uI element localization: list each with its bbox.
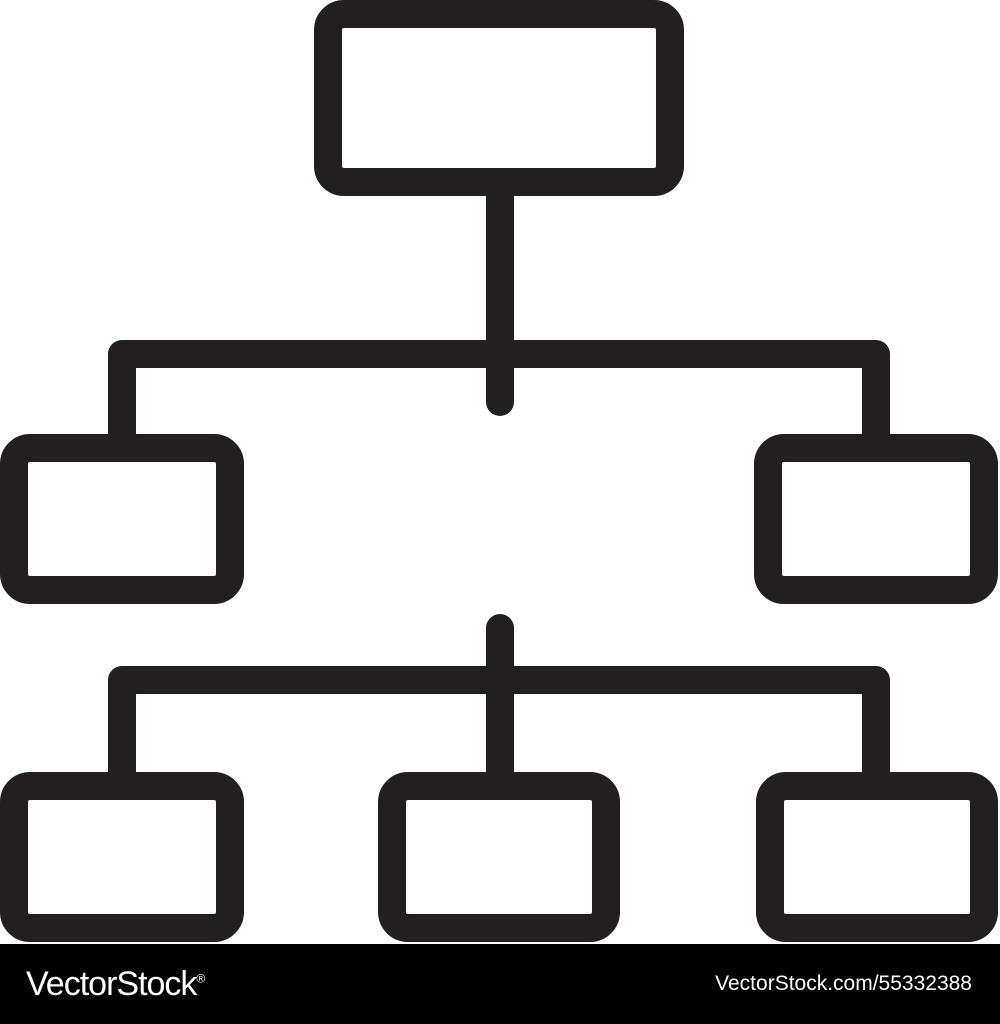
middle-right-node-box	[754, 434, 998, 604]
level2-branch-connector	[108, 340, 890, 462]
top-node-box	[314, 0, 684, 196]
stock-image-id: VectorStock.com/55332388	[715, 972, 972, 995]
level3-branch-connector	[108, 666, 890, 800]
watermark-footer: VectorStock® VectorStock.com/55332388	[0, 944, 1000, 1024]
registered-mark: ®	[196, 971, 205, 986]
bottom-center-node-box	[378, 772, 620, 942]
brand-name: VectorStock	[26, 964, 197, 1003]
org-chart-icon	[0, 0, 998, 942]
middle-left-node-box	[0, 434, 244, 604]
bottom-right-node-box	[756, 772, 998, 942]
vectorstock-logo: VectorStock®	[26, 964, 205, 1004]
bottom-left-node-box	[0, 772, 244, 942]
